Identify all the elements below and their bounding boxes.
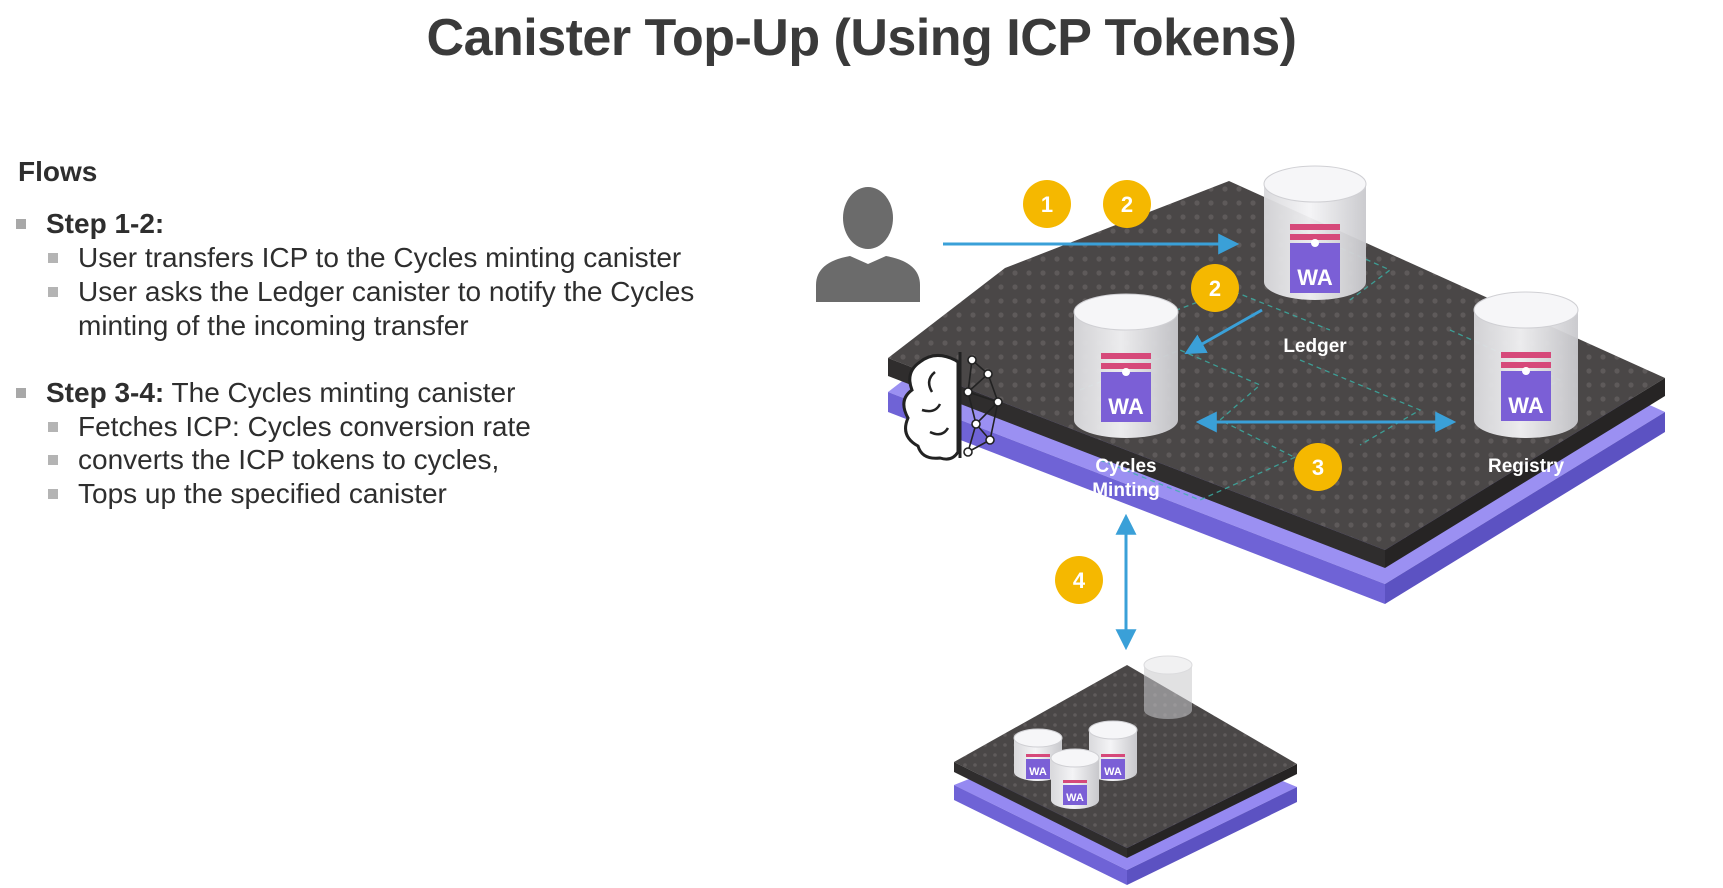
step-badges: 1 2 2 3 4 [1023,180,1342,604]
brain-network-icon [902,352,1003,461]
canister-badge: WA [1104,766,1122,778]
small-canister: WA [1050,748,1100,809]
step-1-2-subitem-continuation: minting of the incoming transfer [78,307,469,344]
step-1-2-item: Step 1-2: [16,205,165,242]
bullet-square-icon [48,287,58,297]
cycles-label-line1: Cycles [1095,456,1156,477]
step-label: Step 3-4: [46,377,165,408]
canister-badge: WA [1029,766,1047,778]
subitem-text: Tops up the specified canister [78,478,447,509]
subitem-text: User asks the Ledger canister to notify … [78,276,695,307]
svg-text:2: 2 [1121,192,1133,217]
small-canister-faded [1143,655,1193,719]
step-badge-4: 4 [1055,556,1103,604]
subitem-text: User transfers ICP to the Cycles minting… [78,242,682,273]
step-badge-2b: 2 [1191,264,1239,312]
step-label: Step 1-2: [46,208,165,239]
ledger-label: Ledger [1283,336,1347,357]
registry-canister: WA [1473,291,1579,438]
flows-heading: Flows [18,156,98,187]
canister-badge: WA [1066,792,1084,804]
arrow-ledger-to-cycles [1184,308,1263,355]
step-text: The Cycles minting canister [164,377,516,408]
subitem-text: minting of the incoming transfer [78,310,469,341]
bullet-square-icon [48,489,58,499]
step-3-4-subitem: converts the ICP tokens to cycles, [48,441,500,478]
subitem-text: converts the ICP tokens to cycles, [78,444,500,475]
main-platform [888,181,1665,604]
flow-arrows [943,233,1457,651]
cycles-minting-canister: WA [1073,293,1179,438]
step-1-2-subitem: User transfers ICP to the Cycles minting… [48,239,682,276]
svg-text:4: 4 [1073,568,1086,593]
ledger-canister: WA [1263,165,1367,300]
svg-text:1: 1 [1041,192,1053,217]
bullet-square-icon [48,422,58,432]
subitem-text: Fetches ICP: Cycles conversion rate [78,411,531,442]
step-badge-2: 2 [1103,180,1151,228]
step-badge-3: 3 [1294,443,1342,491]
step-3-4-item: Step 3-4: The Cycles minting canister [16,374,516,411]
small-canister: WA [1088,720,1138,781]
canister-badge: WA [1108,394,1144,419]
bullet-square-icon [16,388,26,398]
svg-text:2: 2 [1209,276,1221,301]
step-1-2-subitem: User asks the Ledger canister to notify … [48,273,695,310]
step-3-4-subitem: Fetches ICP: Cycles conversion rate [48,408,531,445]
canister-badge: WA [1508,393,1544,418]
bullet-square-icon [16,219,26,229]
cycles-label-line2: Minting [1092,480,1160,501]
bullet-square-icon [48,253,58,263]
canister-badge: WA [1297,265,1333,290]
registry-label: Registry [1488,456,1564,477]
user-icon [816,187,920,302]
small-canister: WA [1013,728,1063,781]
step-badge-1: 1 [1023,180,1071,228]
svg-text:3: 3 [1312,455,1324,480]
step-3-4-subitem: Tops up the specified canister [48,475,447,512]
platform-top-layer [888,181,1665,550]
bullet-square-icon [48,455,58,465]
target-canisters: WA WA WA [1013,655,1193,809]
page-title: Canister Top-Up (Using ICP Tokens) [426,9,1297,67]
